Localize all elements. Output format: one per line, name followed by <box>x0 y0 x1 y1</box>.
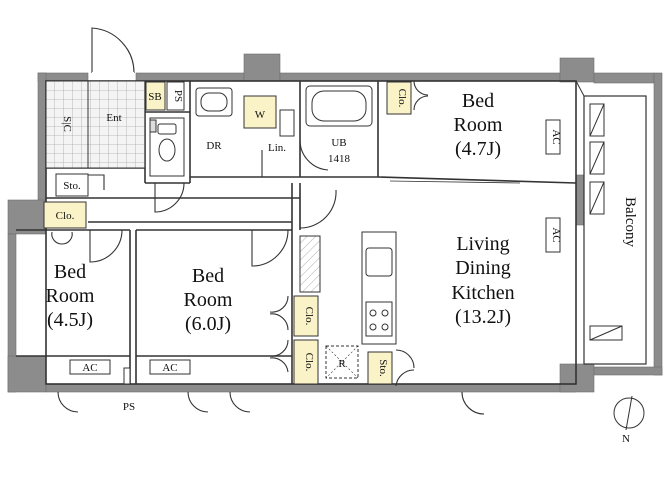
bed2-line1: Bed <box>192 265 224 287</box>
sic-label: S|C <box>61 116 73 132</box>
wall-top-pillar <box>243 53 281 82</box>
wall-bottom-right-pillar <box>559 363 595 393</box>
wall-top-right <box>279 72 561 82</box>
w-label: W <box>255 109 266 121</box>
bed1-line2: Room <box>46 285 95 307</box>
bed3-line2: Room <box>454 114 503 136</box>
storage-areas <box>43 81 412 385</box>
sb-label: SB <box>148 91 161 103</box>
sto-ldk <box>367 351 393 385</box>
balcony-label: Balcony <box>622 197 638 247</box>
clo-bed60-a <box>293 295 319 337</box>
ps-top-box <box>166 81 185 111</box>
ent-label: Ent <box>106 112 121 124</box>
ac-bed60-label: AC <box>162 362 177 374</box>
ub-size-label: 1418 <box>328 153 351 165</box>
clo-bed47-label: Clo. <box>396 89 408 108</box>
bed1-line1: Bed <box>54 261 86 283</box>
wall-balcony-bottom <box>593 366 663 376</box>
wall-top-right-pillar <box>559 57 595 83</box>
ac-ldk-label: AC <box>550 227 562 242</box>
entrance-tile-floor <box>87 80 146 169</box>
walls <box>7 53 663 393</box>
fixtures <box>69 85 623 385</box>
wall-top-balcony <box>593 72 655 84</box>
ac-bed47-label: AC <box>550 129 562 144</box>
ldk-line3: Kitchen <box>451 282 514 304</box>
ps-top-label: PS <box>172 90 184 102</box>
sto-hall <box>55 173 89 197</box>
ldk-line1: Living <box>456 233 509 255</box>
small-labels: S|C Ent SB PS DR W Lin. UB 1418 Clo. Clo… <box>56 89 562 413</box>
bed2-size: (6.0J) <box>185 313 231 335</box>
sic-tile-floor <box>45 80 89 169</box>
ub-label: UB <box>331 137 346 149</box>
clo-bed60a-label: Clo. <box>303 307 315 326</box>
wall-left-bottom-pillar <box>7 355 47 393</box>
ac-bed45-label: AC <box>82 362 97 374</box>
wall-bottom <box>45 383 577 393</box>
bed2-line2: Room <box>184 289 233 311</box>
lin-label: Lin. <box>268 142 286 154</box>
dr-label: DR <box>206 140 222 152</box>
bed1-size: (4.5J) <box>47 309 93 331</box>
bed3-size: (4.7J) <box>455 138 501 160</box>
room-labels: Bed Room (4.5J) Bed Room (6.0J) Bed Room… <box>46 90 638 335</box>
ps-bottom-label: PS <box>123 401 135 413</box>
sb-box <box>145 81 166 111</box>
doors <box>51 27 521 415</box>
clo-bed45-label: Clo. <box>56 210 75 222</box>
wall-left-pillar <box>7 199 47 235</box>
bed3-line1: Bed <box>462 90 494 112</box>
clo-bed45 <box>43 201 87 229</box>
clo-bed60-b <box>293 339 319 385</box>
sto-hall-label: Sto. <box>63 180 81 192</box>
clo-bed60b-label: Clo. <box>303 353 315 372</box>
w-box <box>243 95 277 129</box>
wall-top-mid <box>135 72 245 82</box>
wall-left-upper <box>37 72 47 209</box>
ldk-line2: Dining <box>455 257 511 279</box>
fridge-label: R <box>338 358 346 370</box>
sto-ldk-label: Sto. <box>377 359 389 377</box>
ldk-size: (13.2J) <box>455 306 511 328</box>
wall-right-outer <box>653 72 663 376</box>
north-arrow-icon: N <box>613 395 645 445</box>
wall-right-mid <box>575 174 585 226</box>
north-label: N <box>622 433 630 445</box>
clo-bed47 <box>386 81 412 115</box>
